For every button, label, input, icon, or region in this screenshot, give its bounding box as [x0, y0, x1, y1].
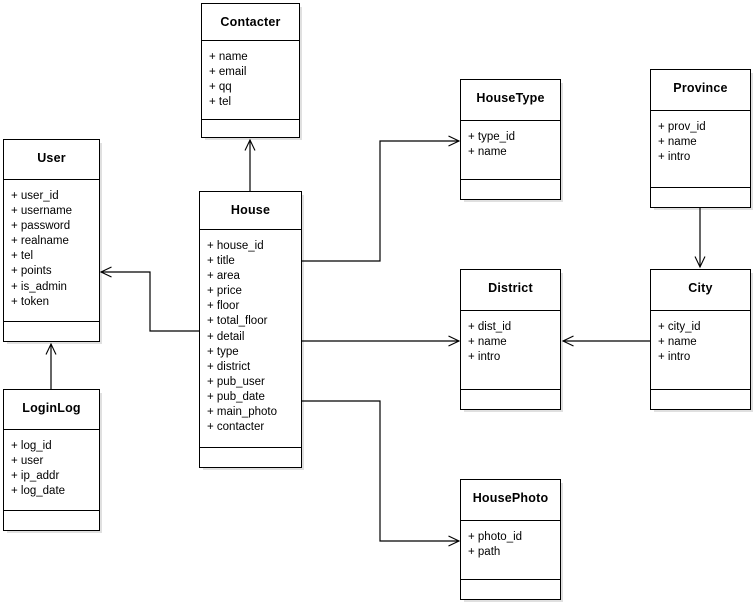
attribute-row: + name [468, 146, 507, 159]
attribute-row: + price [207, 285, 242, 298]
class-name-housephoto: HousePhoto [461, 480, 560, 521]
attribute-row: + points [11, 265, 52, 278]
class-attributes-housetype: + type_id + name [461, 121, 560, 180]
attribute-row: + title [207, 255, 235, 268]
attribute-row: + tel [209, 95, 232, 108]
attribute-row: + password [11, 220, 71, 233]
class-attributes-city: + city_id + name + intro [651, 311, 750, 390]
class-operations-province [651, 188, 750, 207]
class-operations-loginlog [4, 511, 99, 530]
attribute-row: + user [11, 455, 44, 468]
attribute-row: + intro [468, 351, 501, 364]
attribute-row: + detail [207, 330, 245, 343]
attribute-row: + ip_addr [11, 470, 60, 483]
class-name-user: User [4, 140, 99, 180]
class-box-contacter[interactable]: Contacter + name + email + qq + tel [201, 3, 300, 138]
edge-house-user [99, 266, 199, 332]
class-box-city[interactable]: City + city_id + name + intro [650, 269, 751, 410]
attribute-row: + username [11, 205, 73, 218]
attribute-row: + realname [11, 235, 69, 248]
class-attributes-province: + prov_id + name + intro [651, 111, 750, 188]
class-box-housetype[interactable]: HouseType + type_id + name [460, 79, 561, 200]
attribute-row: + email [209, 65, 247, 78]
class-box-district[interactable]: District + dist_id + name + intro [460, 269, 561, 410]
attribute-row: + main_photo [207, 406, 278, 419]
class-name-city: City [651, 270, 750, 311]
class-name-district: District [461, 270, 560, 311]
attribute-row: + token [11, 295, 50, 308]
class-operations-city [651, 390, 750, 409]
class-operations-contacter [202, 120, 299, 139]
attribute-row: + name [468, 336, 507, 349]
attribute-row: + name [658, 136, 697, 149]
edge-house-housephoto [302, 400, 461, 547]
class-attributes-loginlog: + log_id + user + ip_addr + log_date [4, 430, 99, 511]
attribute-row: + type [207, 345, 239, 358]
class-box-loginlog[interactable]: LoginLog + log_id + user + ip_addr + log_dat… [3, 389, 100, 531]
attribute-row: + tel [11, 250, 34, 263]
attribute-row: + intro [658, 351, 691, 364]
class-name-house: House [200, 192, 301, 230]
class-attributes-contacter: + name + email + qq + tel [202, 41, 299, 120]
class-box-user[interactable]: User + user_id + username + password + realn… [3, 139, 100, 342]
attribute-row: + prov_id [658, 121, 706, 133]
class-operations-user [4, 322, 99, 341]
attribute-row: + name [658, 336, 697, 349]
class-name-housetype: HouseType [461, 80, 560, 121]
attribute-row: + floor [207, 300, 240, 313]
class-operations-housetype [461, 180, 560, 199]
class-operations-district [461, 390, 560, 409]
attribute-row: + pub_date [207, 390, 265, 403]
class-name-loginlog: LoginLog [4, 390, 99, 430]
attribute-row: + district [207, 360, 251, 373]
class-box-province[interactable]: Province + prov_id + name + intro [650, 69, 751, 208]
attribute-row: + path [468, 546, 501, 559]
class-attributes-housephoto: + photo_id + path [461, 521, 560, 580]
attribute-row: + user_id [11, 190, 59, 202]
attribute-row: + pub_user [207, 375, 265, 388]
class-box-housephoto[interactable]: HousePhoto + photo_id + path [460, 479, 561, 600]
attribute-row: + house_id [207, 240, 264, 252]
attribute-row: + area [207, 270, 240, 283]
class-name-province: Province [651, 70, 750, 111]
attribute-row: + intro [658, 151, 691, 164]
attribute-row: + log_date [11, 485, 66, 498]
attribute-row: + log_id [11, 440, 52, 452]
attribute-row: + contacter [207, 421, 265, 434]
attribute-row: + qq [209, 80, 232, 93]
class-attributes-district: + dist_id + name + intro [461, 311, 560, 390]
attribute-row: + photo_id [468, 531, 523, 543]
attribute-row: + dist_id [468, 321, 512, 333]
attribute-row: + name [209, 50, 248, 63]
attribute-row: + is_admin [11, 280, 67, 293]
edge-house-housetype [302, 135, 461, 262]
class-box-house[interactable]: House + house_id + title + area + price + flo… [199, 191, 302, 468]
attribute-row: + city_id [658, 321, 701, 333]
class-attributes-house: + house_id + title + area + price + floor + t… [200, 230, 301, 448]
class-operations-house [200, 448, 301, 467]
attribute-row: + total_floor [207, 315, 268, 328]
class-name-contacter: Contacter [202, 4, 299, 41]
class-operations-housephoto [461, 580, 560, 599]
attribute-row: + type_id [468, 131, 515, 143]
class-attributes-user: + user_id + username + password + realname +… [4, 180, 99, 322]
